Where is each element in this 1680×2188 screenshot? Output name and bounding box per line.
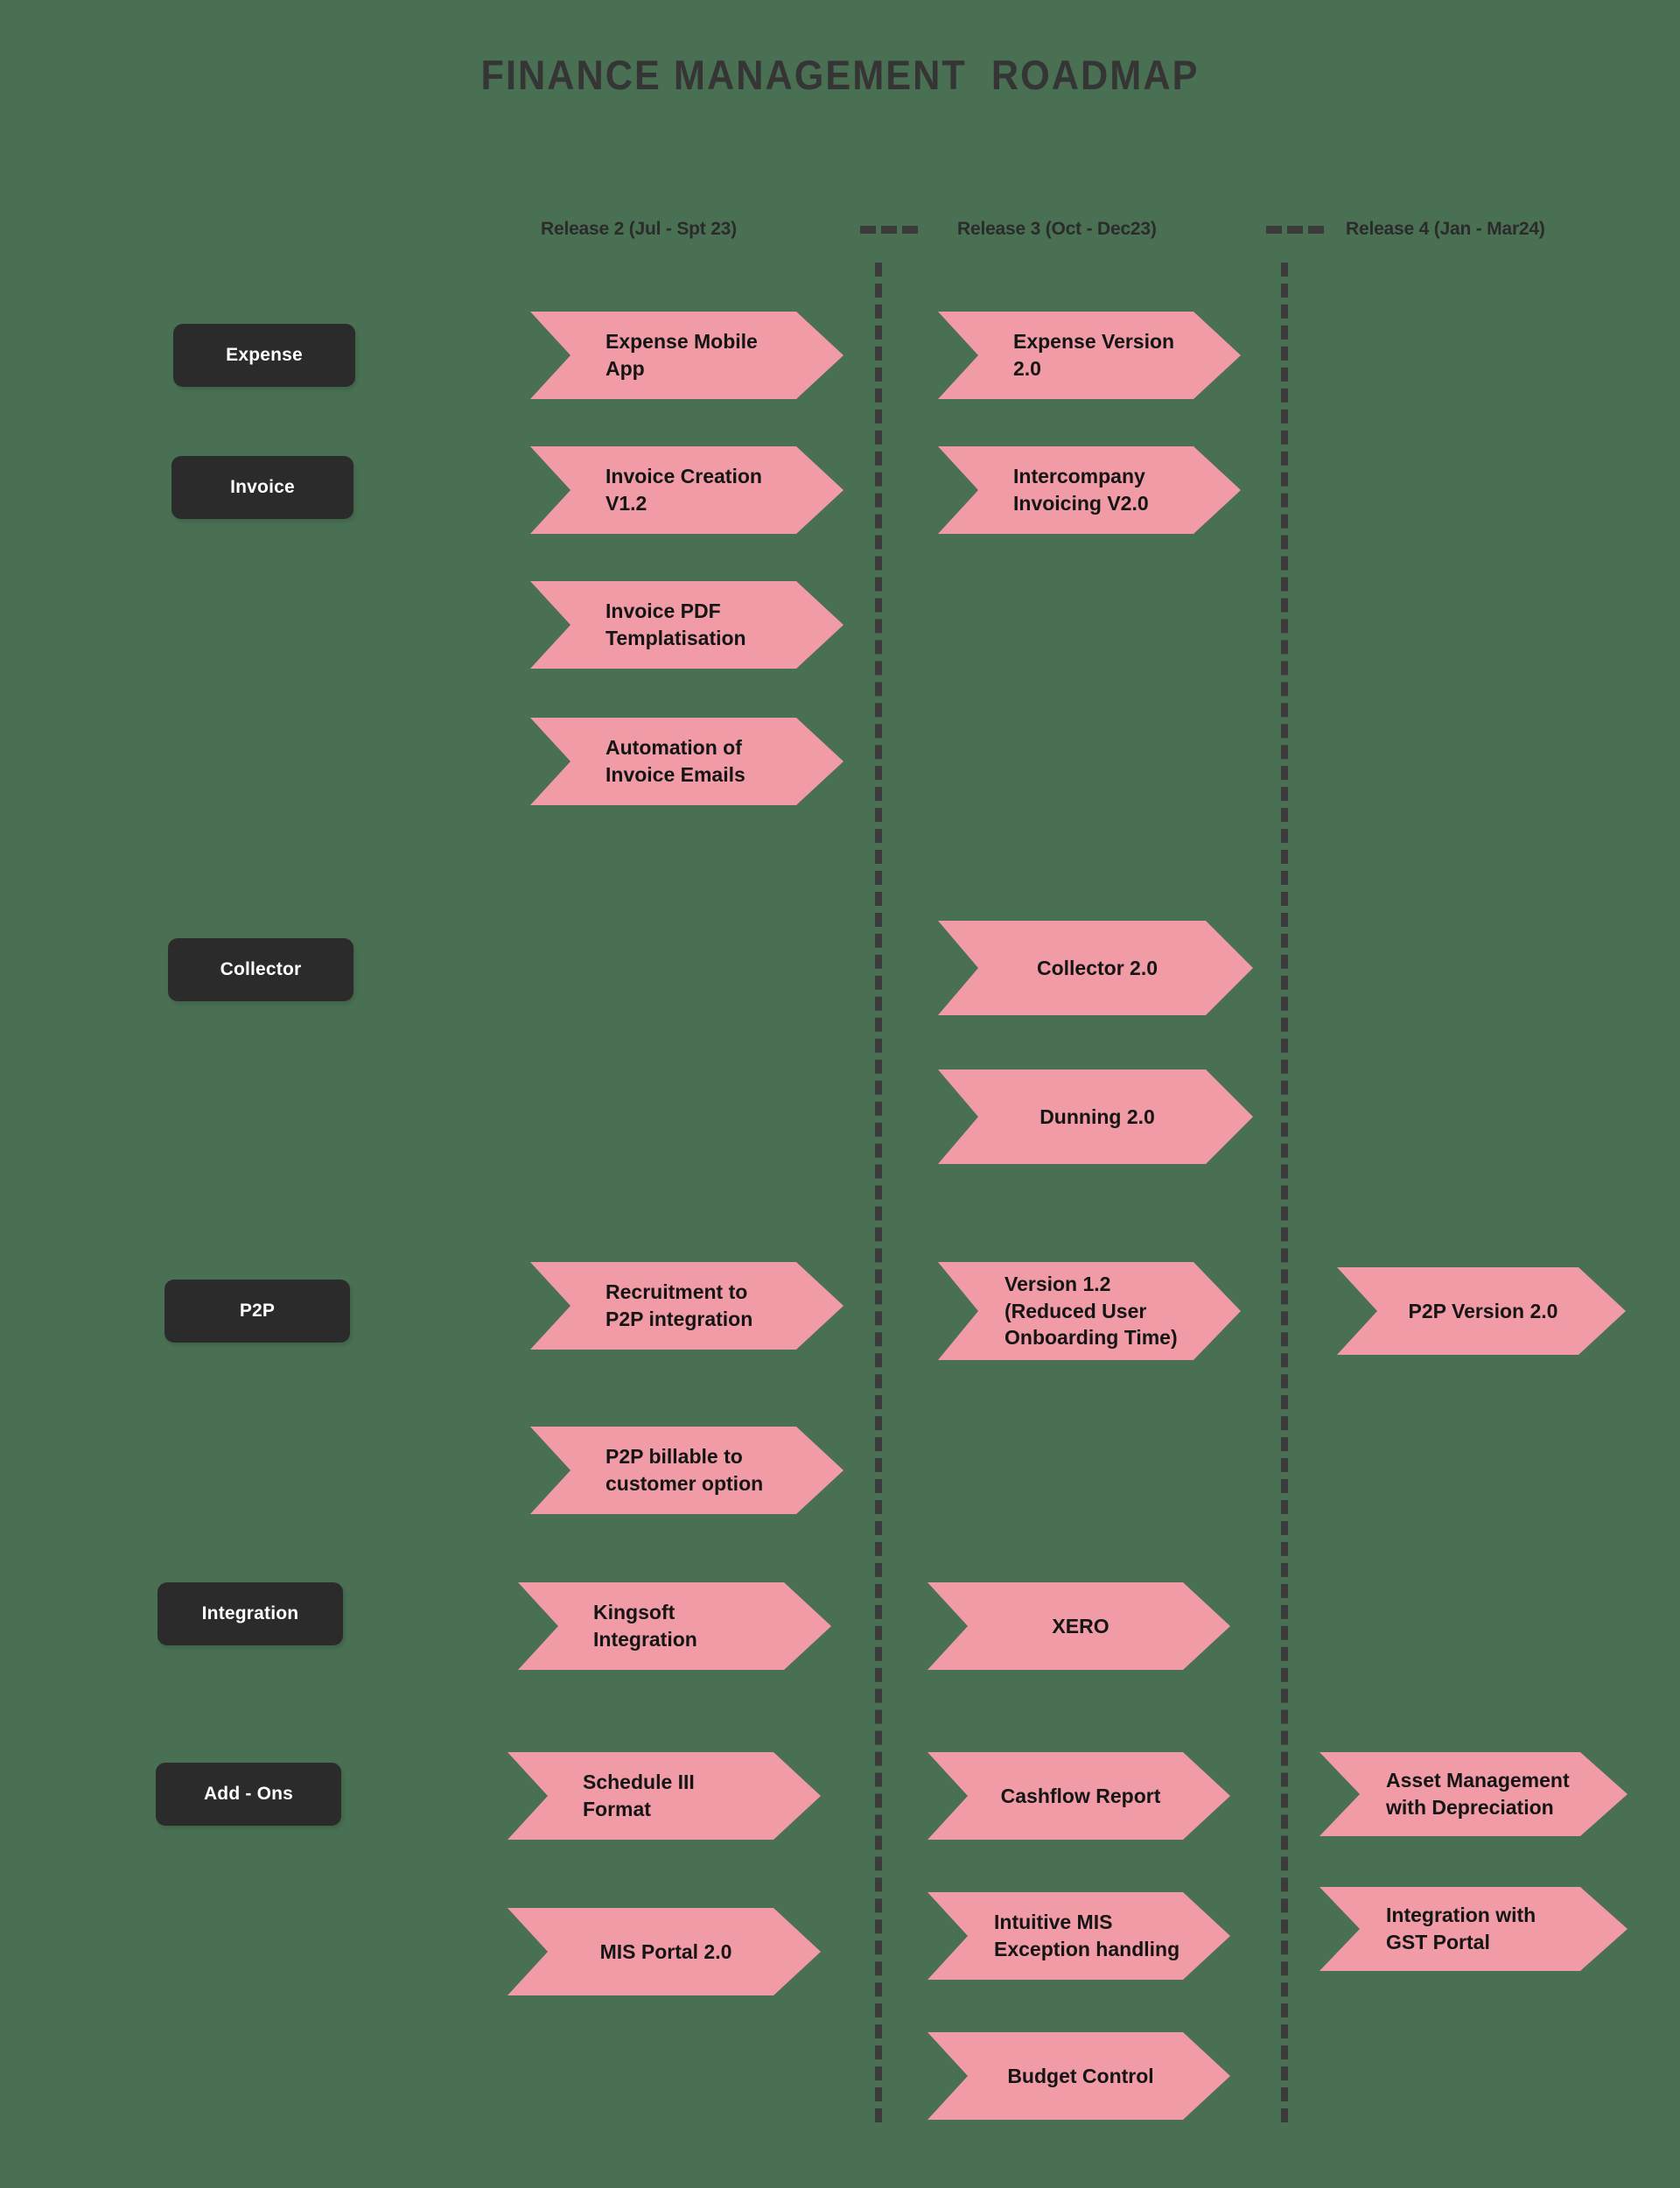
roadmap-item-budget-control[interactable]: Budget Control	[928, 2032, 1230, 2120]
roadmap-item-label: Expense Version 2.0	[1013, 330, 1175, 380]
roadmap-item-label: Invoice PDF Templatisation	[606, 600, 746, 649]
roadmap-item-expense-version-20[interactable]: Expense Version 2.0	[938, 312, 1241, 399]
category-label: Integration	[201, 1603, 299, 1623]
release-header-release-4: Release 4 (Jan - Mar24)	[1346, 219, 1545, 239]
roadmap-item-invoice-pdf-templatisation[interactable]: Invoice PDF Templatisation	[530, 581, 844, 669]
category-pill-add-ons[interactable]: Add - Ons	[156, 1763, 341, 1826]
roadmap-item-label: Recruitment to P2P integration	[606, 1280, 753, 1330]
category-pill-expense[interactable]: Expense	[173, 324, 355, 387]
roadmap-item-p2p-billable-to-customer-option[interactable]: P2P billable to customer option	[530, 1427, 844, 1514]
roadmap-item-invoice-creation-v12[interactable]: Invoice Creation V1.2	[530, 446, 844, 534]
category-label: Expense	[226, 345, 303, 365]
roadmap-item-label: P2P billable to customer option	[606, 1445, 764, 1495]
roadmap-item-version-12-reduced-user-onboarding-time[interactable]: Version 1.2 (Reduced User Onboarding Tim…	[938, 1262, 1241, 1360]
roadmap-item-label: Dunning 2.0	[1040, 1105, 1155, 1128]
page-title: FINANCE MANAGEMENT ROADMAP	[480, 52, 1200, 98]
roadmap-item-intercompany-invoicing-v20[interactable]: Intercompany Invoicing V2.0	[938, 446, 1241, 534]
roadmap-item-label: P2P Version 2.0	[1408, 1299, 1558, 1322]
roadmap-item-schedule-iii-format[interactable]: Schedule III Format	[508, 1752, 821, 1840]
roadmap-item-p2p-version-20[interactable]: P2P Version 2.0	[1337, 1267, 1626, 1355]
roadmap-item-label: Collector 2.0	[1036, 956, 1158, 979]
roadmap-item-cashflow-report[interactable]: Cashflow Report	[928, 1752, 1230, 1840]
roadmap-item-intuitive-mis-exception-handling[interactable]: Intuitive MIS Exception handling	[928, 1892, 1230, 1980]
roadmap-item-label: Asset Management with Depreciation	[1386, 1769, 1570, 1819]
roadmap-item-label: Automation of Invoice Emails	[606, 736, 746, 786]
category-label: P2P	[239, 1301, 276, 1321]
category-label: Collector	[220, 959, 302, 979]
roadmap-item-expense-mobile-app[interactable]: Expense Mobile App	[530, 312, 844, 399]
release-header-release-2: Release 2 (Jul - Spt 23)	[541, 219, 737, 239]
category-pill-collector[interactable]: Collector	[168, 938, 354, 1001]
roadmap-item-label: Invoice Creation V1.2	[606, 465, 762, 515]
category-pill-invoice[interactable]: Invoice	[172, 456, 354, 519]
roadmap-item-xero[interactable]: XERO	[928, 1582, 1230, 1670]
roadmap-item-label: Kingsoft Integration	[593, 1601, 697, 1651]
roadmap-item-mis-portal-20[interactable]: MIS Portal 2.0	[508, 1908, 821, 1995]
roadmap-item-label: Budget Control	[1007, 2064, 1154, 2087]
roadmap-item-label: Schedule III Format	[583, 1771, 695, 1820]
release-header-release-3: Release 3 (Oct - Dec23)	[957, 219, 1157, 239]
roadmap-item-asset-management-with-depreciation[interactable]: Asset Management with Depreciation	[1320, 1752, 1628, 1836]
roadmap-item-kingsoft-integration[interactable]: Kingsoft Integration	[518, 1582, 831, 1670]
category-pill-p2p[interactable]: P2P	[164, 1280, 350, 1343]
roadmap-item-label: Intuitive MIS Exception handling	[994, 1911, 1180, 1960]
release-separator-dots-2	[1266, 226, 1324, 234]
roadmap-item-label: Intercompany Invoicing V2.0	[1013, 465, 1149, 515]
roadmap-item-recruitment-to-p2p-integration[interactable]: Recruitment to P2P integration	[530, 1262, 844, 1350]
roadmap-item-label: MIS Portal 2.0	[599, 1939, 732, 1963]
roadmap-item-label: Version 1.2 (Reduced User Onboarding Tim…	[1004, 1273, 1178, 1350]
column-divider-r2-r3	[875, 263, 882, 2122]
roadmap-item-label: Cashflow Report	[1000, 1784, 1161, 1807]
release-separator-dots-1	[860, 226, 918, 234]
roadmap-item-label: Expense Mobile App	[606, 330, 758, 380]
roadmap-item-integration-with-gst-portal[interactable]: Integration with GST Portal	[1320, 1887, 1628, 1971]
column-divider-r3-r4	[1281, 263, 1288, 2122]
roadmap-item-label: XERO	[1052, 1614, 1110, 1637]
roadmap-item-automation-invoice-emails[interactable]: Automation of Invoice Emails	[530, 718, 844, 805]
roadmap-item-label: Integration with GST Portal	[1386, 1904, 1536, 1953]
category-label: Add - Ons	[203, 1784, 294, 1804]
roadmap-item-dunning-20[interactable]: Dunning 2.0	[938, 1069, 1253, 1164]
category-pill-integration[interactable]: Integration	[158, 1582, 343, 1645]
roadmap-item-collector-20[interactable]: Collector 2.0	[938, 921, 1253, 1015]
category-label: Invoice	[230, 477, 295, 497]
